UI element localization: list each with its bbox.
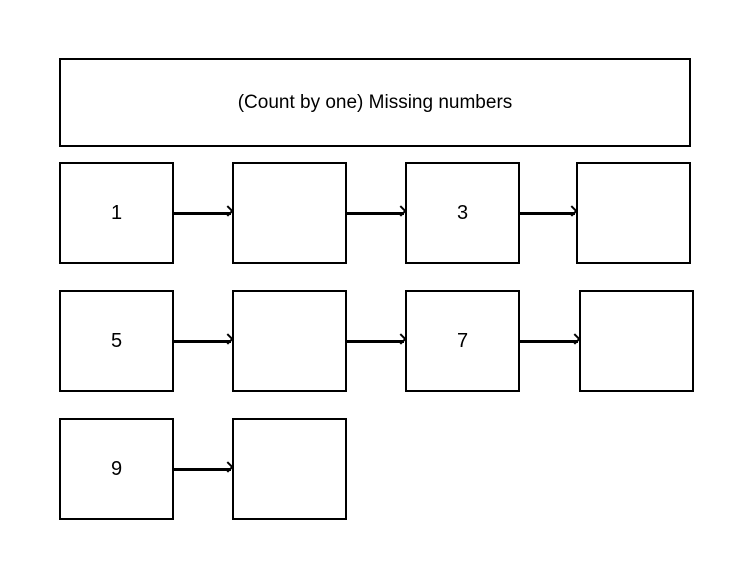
number-box: 5: [59, 290, 174, 392]
arrow-right-icon: [347, 212, 404, 215]
number-box: 9: [59, 418, 174, 520]
number-label: 3: [456, 201, 469, 224]
answer-box[interactable]: [232, 418, 347, 520]
number-box: 3: [405, 162, 520, 264]
arrow-right-icon: [347, 340, 404, 343]
number-label: 7: [456, 329, 469, 352]
number-label: 1: [110, 201, 123, 224]
arrow-right-icon: [520, 340, 578, 343]
worksheet-title: (Count by one) Missing numbers: [237, 91, 513, 113]
answer-box[interactable]: [232, 162, 347, 264]
answer-box[interactable]: [232, 290, 347, 392]
answer-box[interactable]: [579, 290, 694, 392]
number-label: 9: [110, 457, 123, 480]
number-box: 1: [59, 162, 174, 264]
answer-box[interactable]: [576, 162, 691, 264]
arrow-right-icon: [174, 468, 231, 471]
arrow-right-icon: [520, 212, 575, 215]
number-label: 5: [110, 329, 123, 352]
arrow-right-icon: [174, 340, 231, 343]
title-box: (Count by one) Missing numbers: [59, 58, 691, 147]
number-box: 7: [405, 290, 520, 392]
arrow-right-icon: [174, 212, 231, 215]
